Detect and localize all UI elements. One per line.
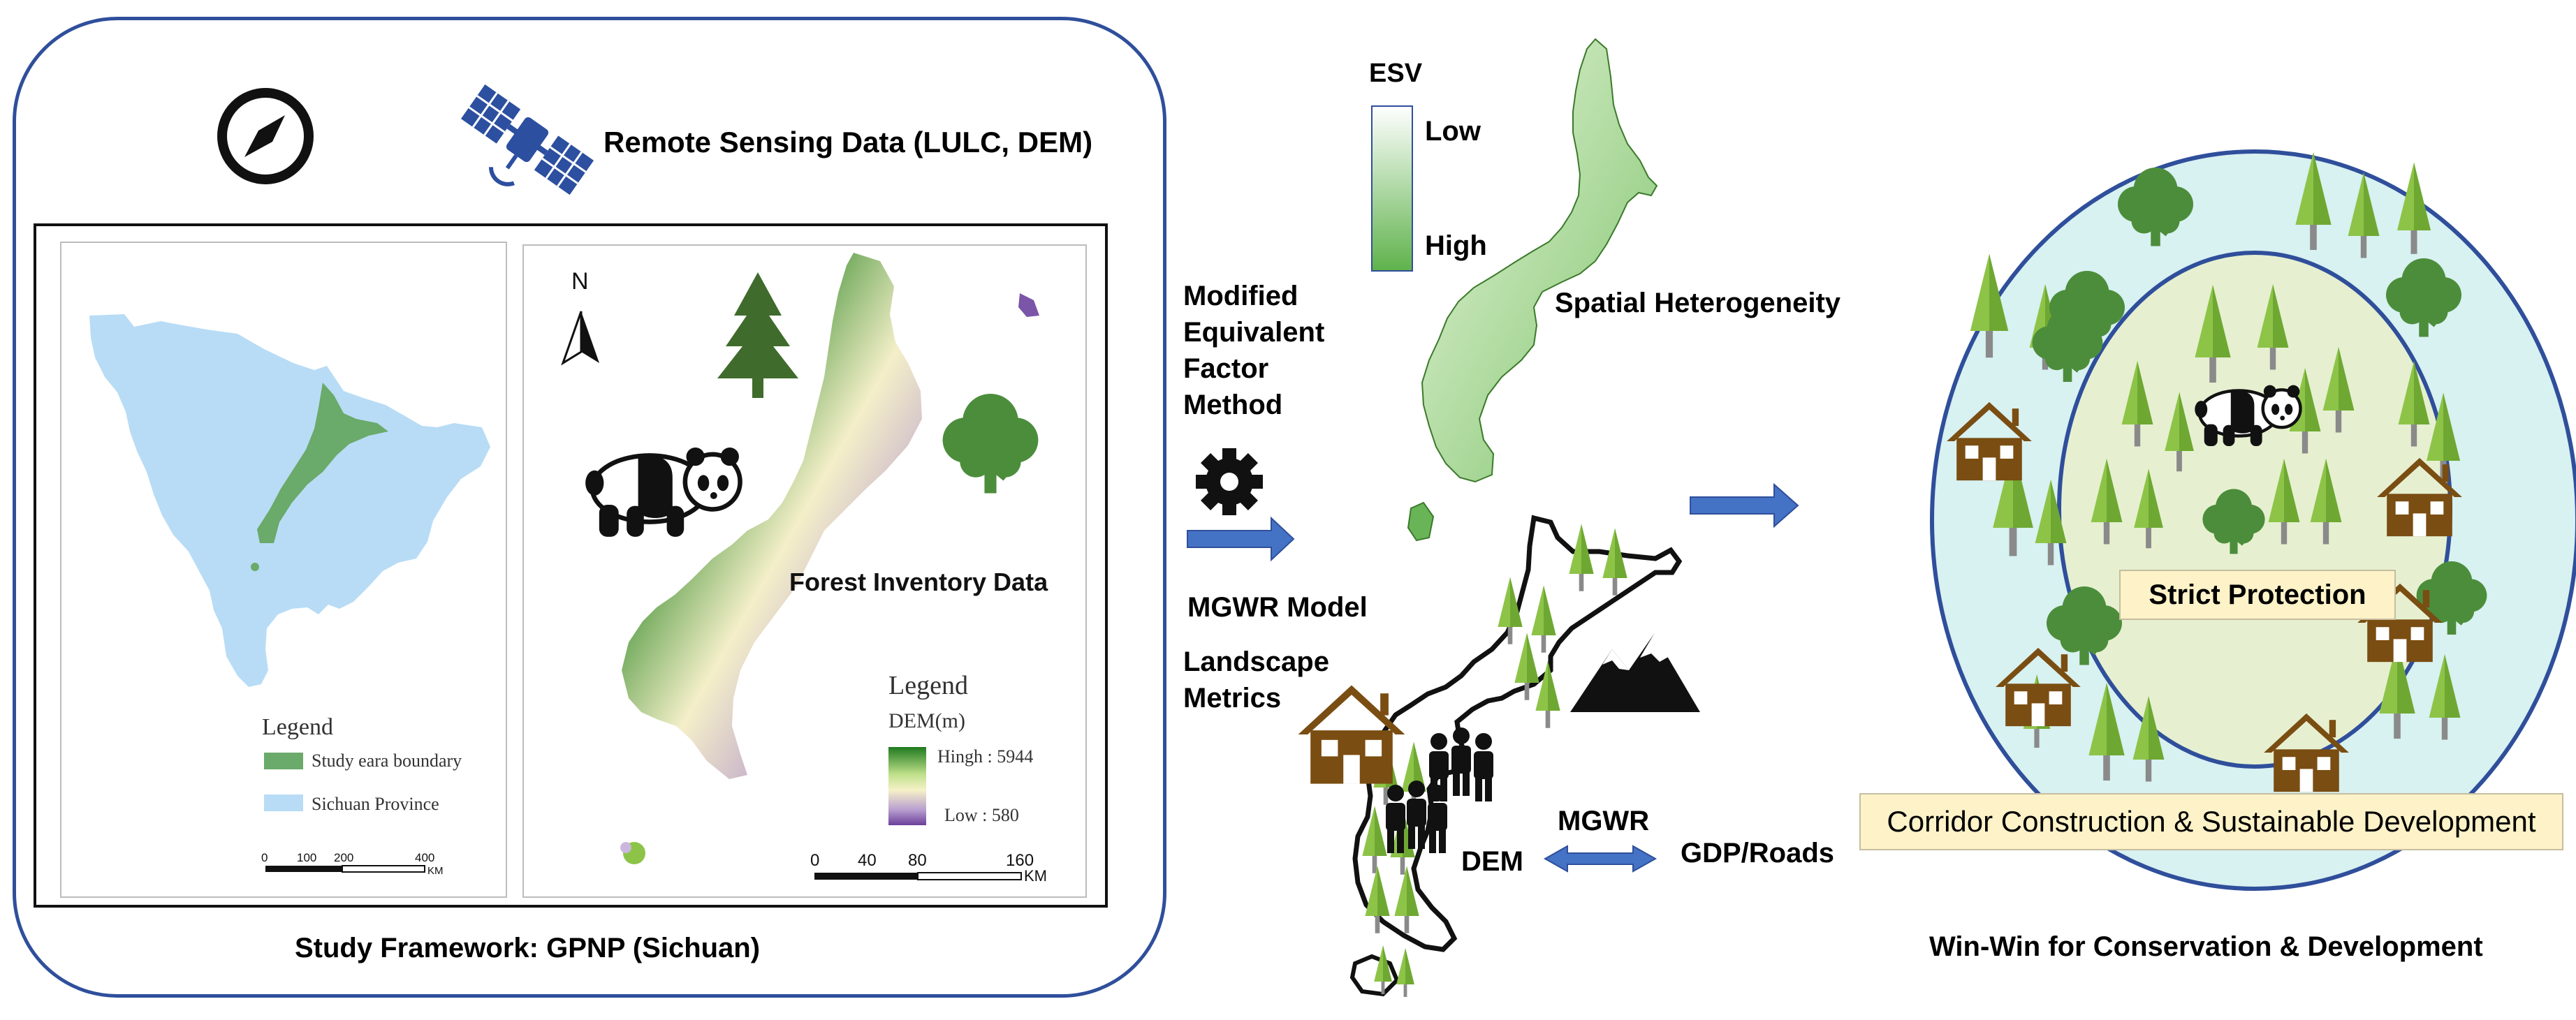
dem-legend-subtitle: DEM(m)	[888, 709, 965, 732]
north-label: N	[571, 268, 589, 295]
arrow-to-outcome	[1690, 482, 1799, 529]
study-framework-label: Study Framework: GPNP (Sichuan)	[295, 933, 761, 963]
north-arrow-icon	[561, 311, 599, 366]
dem-legend-title: Legend	[888, 671, 968, 700]
sichuan-province-map	[89, 314, 490, 687]
svg-text:KM: KM	[1024, 867, 1047, 885]
middle-panel	[1187, 38, 1799, 997]
svg-text:KM: KM	[427, 865, 444, 877]
svg-text:400: 400	[415, 851, 434, 864]
esv-title: ESV	[1369, 59, 1423, 88]
svg-text:40: 40	[858, 851, 877, 870]
pine-tree-icon	[717, 272, 798, 398]
sichuan-map-frame	[60, 242, 507, 898]
mgwr-model-label: MGWR Model	[1187, 592, 1368, 623]
forest-inventory-label: Forest Inventory Data	[789, 568, 1048, 596]
esv-low-label: Low	[1425, 116, 1481, 147]
svg-text:80: 80	[908, 851, 927, 870]
arrow-to-mgwr	[1187, 516, 1295, 562]
mgwr-outline-map	[1349, 515, 1683, 997]
method-label: Modified Equivalent Factor Method	[1183, 281, 1325, 420]
mountain-icon	[1570, 634, 1700, 712]
corridor-construction-label: Corridor Construction & Sustainable Deve…	[1859, 793, 2563, 850]
dem-legend-low: Low : 580	[944, 805, 1019, 825]
dem-map-frame	[522, 244, 1087, 898]
esv-high-label: High	[1425, 230, 1487, 261]
left-panel: Legend Study eara boundary Sichuan Provi…	[89, 84, 1048, 885]
right-panel	[1930, 149, 2576, 891]
win-win-label: Win-Win for Conservation & Development	[1929, 931, 2483, 962]
landscape-metrics-label: Landscape Metrics	[1183, 646, 1329, 714]
svg-text:0: 0	[810, 851, 819, 870]
dem-study-area-map	[620, 253, 1039, 864]
panda-icon	[585, 448, 740, 537]
sichuan-legend-title: Legend	[262, 714, 333, 740]
dem-legend-high: Hingh : 5944	[937, 746, 1033, 767]
oak-tree-icon	[943, 394, 1039, 494]
legend-swatch-study-area	[264, 753, 303, 769]
strict-protection-label: Strict Protection	[2119, 570, 2396, 620]
esv-colorbar	[1371, 105, 1413, 272]
dem-scale-bar: 0 40 80 160 KM	[810, 851, 1047, 885]
svg-text:160: 160	[1006, 851, 1034, 870]
compass-icon	[217, 88, 314, 184]
sichuan-scale-bar: 0 100 200 400 KM	[261, 851, 444, 877]
gdp-roads-label: GDP/Roads	[1681, 838, 1835, 869]
svg-text:200: 200	[334, 851, 353, 864]
remote-sensing-label: Remote Sensing Data (LULC, DEM)	[603, 126, 1093, 158]
study-framework-frame	[13, 17, 1166, 998]
legend-label-study-area: Study eara boundary	[312, 751, 462, 771]
mgwr-label: MGWR	[1558, 806, 1650, 836]
mgwr-double-arrow	[1543, 845, 1657, 873]
legend-label-sichuan: Sichuan Province	[312, 794, 439, 814]
legend-swatch-sichuan	[264, 794, 303, 811]
dem-legend-colorbar	[888, 747, 926, 825]
spatial-heterogeneity-label: Spatial Heterogeneity	[1555, 288, 1841, 318]
svg-text:0: 0	[261, 851, 268, 864]
svg-text:100: 100	[297, 851, 316, 864]
gear-icon	[1196, 448, 1263, 515]
dem-label: DEM	[1461, 846, 1523, 877]
esv-spatial-map	[1407, 38, 1658, 542]
satellite-icon	[460, 84, 594, 195]
